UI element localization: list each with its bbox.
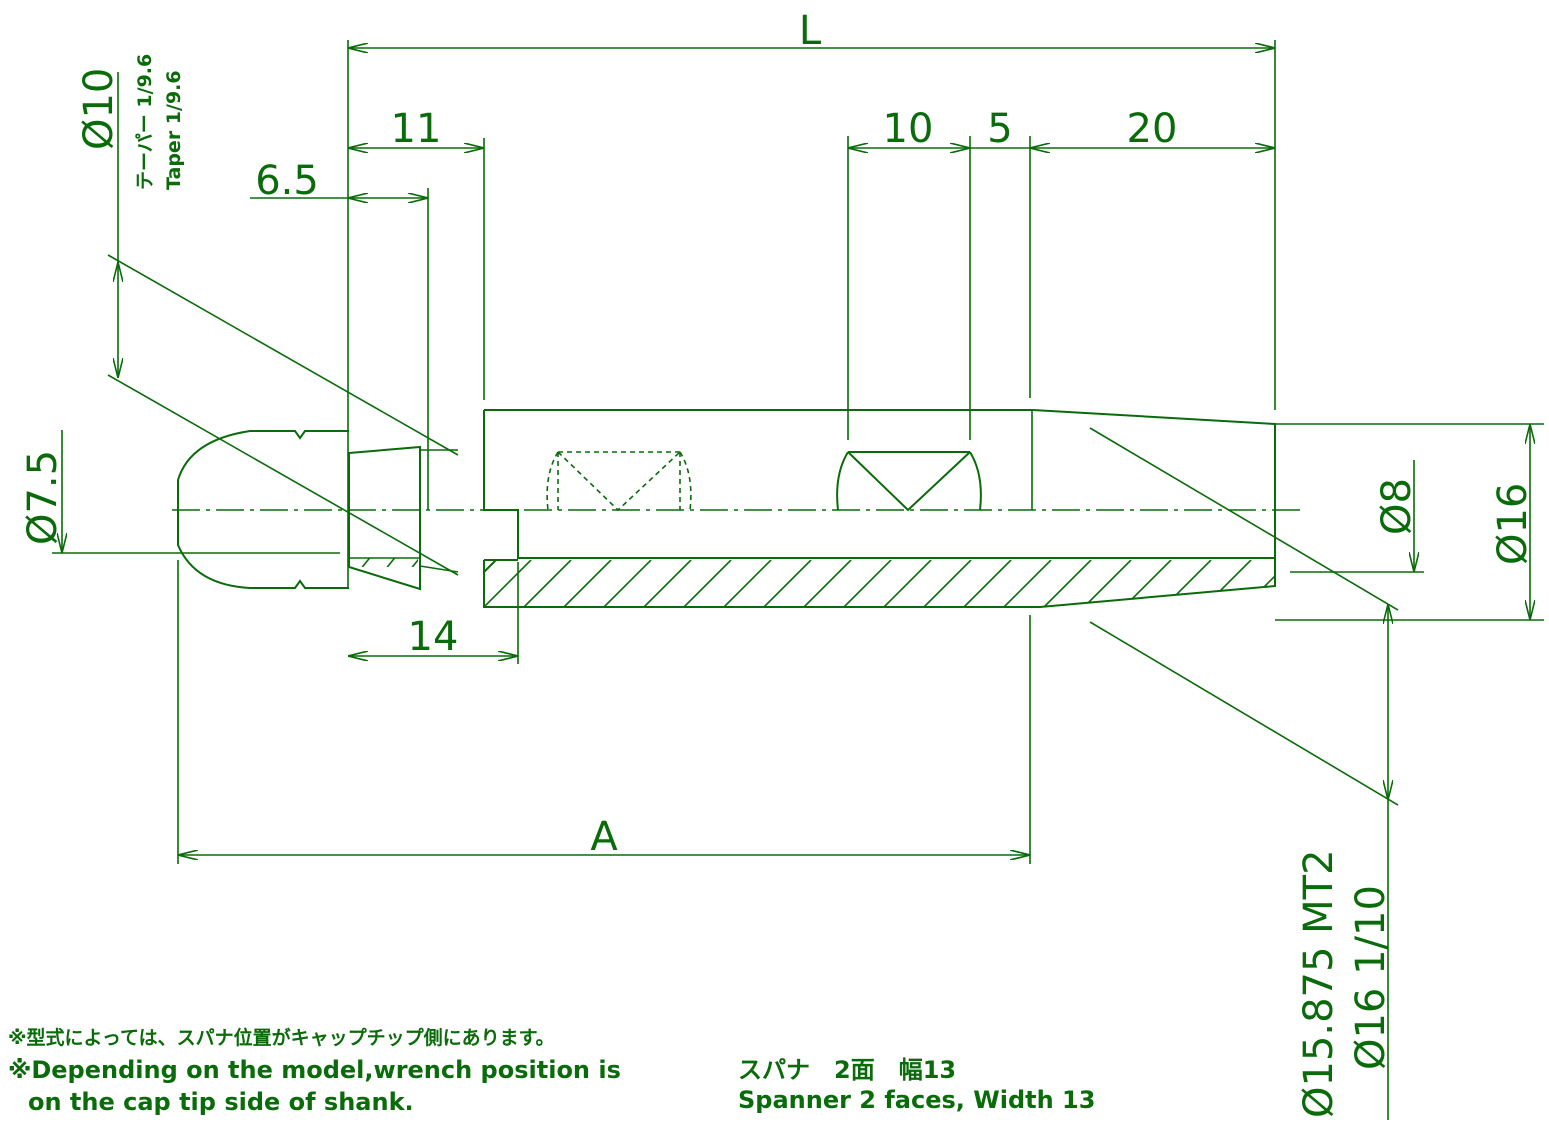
- taper-note-en: Taper 1/9.6: [163, 70, 185, 190]
- spanner-en: Spanner 2 faces, Width 13: [738, 1086, 1095, 1114]
- dim-phi16: Ø16: [1275, 423, 1544, 621]
- dim-11: 11: [348, 106, 485, 400]
- dim-A: A: [177, 560, 1031, 864]
- dim-phi10-label: Ø10: [76, 68, 122, 150]
- dim-20: 20: [1030, 106, 1275, 152]
- wrench-flat-solid: [836, 451, 982, 512]
- dim-10: 10: [847, 106, 971, 440]
- spanner-jp: スパナ 2面 幅13: [738, 1056, 956, 1084]
- dim-6-5-label: 6.5: [255, 158, 319, 204]
- dim-20-label: 20: [1127, 106, 1178, 152]
- dim-phi15875-label: Ø15.875 MT2: [1296, 849, 1342, 1118]
- dim-5-label: 5: [987, 106, 1012, 152]
- cap-tip: [177, 430, 349, 589]
- shank-body: [483, 409, 1276, 608]
- taper-note-jp: テーパー 1/9.6: [134, 54, 156, 190]
- dim-10-label: 10: [883, 106, 934, 152]
- dim-A-label: A: [590, 814, 618, 860]
- dim-14: 14: [348, 562, 519, 664]
- dim-phi8: Ø8: [1290, 460, 1424, 573]
- section-hatch: [484, 560, 1275, 607]
- dim-6-5: 6.5: [250, 158, 429, 510]
- dim-11-label: 11: [391, 106, 442, 152]
- dim-14-label: 14: [408, 614, 459, 660]
- dim-5: 5: [970, 106, 1031, 398]
- wrench-flat-hidden: [546, 451, 692, 512]
- dim-phi16-taper-label: Ø16 1/10: [1348, 885, 1394, 1070]
- dim-phi16-label: Ø16: [1490, 483, 1536, 565]
- dim-phi8-label: Ø8: [1374, 478, 1420, 535]
- cap-tip-bore: [348, 445, 459, 591]
- dim-phi7-5: Ø7.5: [20, 430, 340, 554]
- dim-phi7-5-label: Ø7.5: [20, 450, 66, 545]
- note-en-line2: on the cap tip side of shank.: [28, 1088, 414, 1116]
- dim-L-label: L: [799, 8, 822, 54]
- dim-phi10: Ø10 テーパー 1/9.6 Taper 1/9.6: [76, 54, 459, 576]
- note-en-line1: ※Depending on the model,wrench position …: [8, 1056, 621, 1084]
- note-jp: ※型式によっては、スパナ位置がキャップチップ側にあります。: [8, 1026, 555, 1049]
- dim-morse-taper: Ø15.875 MT2 Ø16 1/10: [1089, 427, 1399, 1120]
- dim-L: L: [347, 8, 1276, 588]
